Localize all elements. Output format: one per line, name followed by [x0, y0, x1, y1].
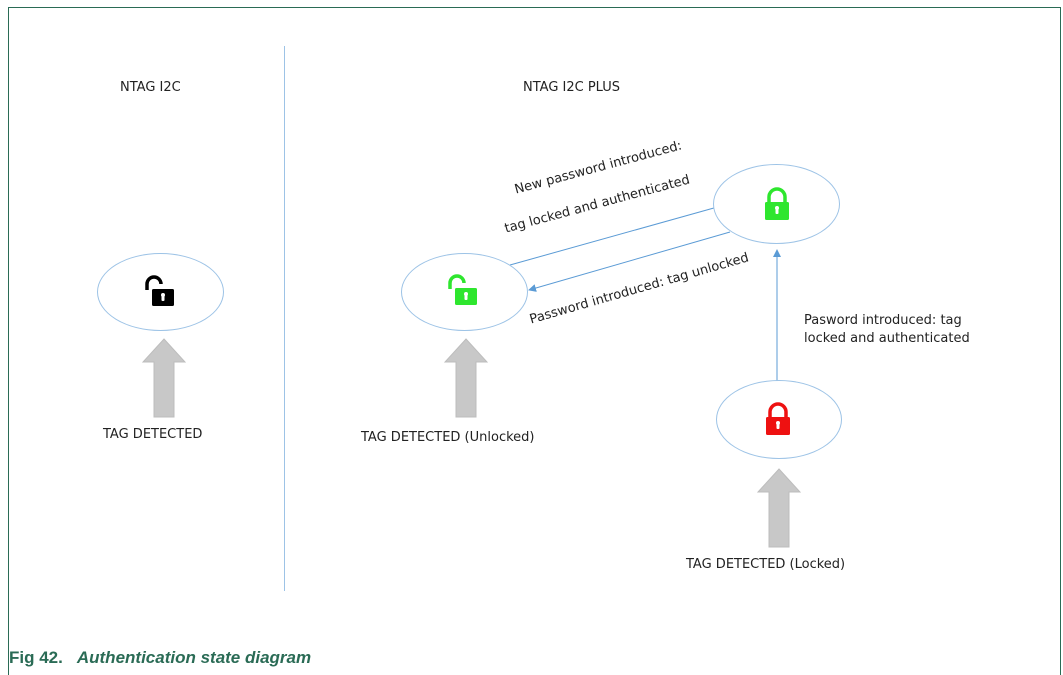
figure-caption: Fig 42. Authentication state diagram: [9, 648, 311, 668]
right-panel-title: NTAG I2C PLUS: [523, 80, 621, 95]
locked-padlock-green-icon: [765, 187, 789, 220]
edge-unlocked-to-authenticated: [509, 204, 722, 266]
panel-divider: [284, 46, 285, 591]
edge-label-from-locked-line1: Pasword introduced: tag: [804, 313, 962, 328]
detection-arrow: [142, 338, 186, 418]
edge-authenticated-to-unlocked: [528, 231, 731, 292]
unlocked-node-label: TAG DETECTED (Unlocked): [361, 430, 535, 445]
edge-label-from-locked-line2: locked and authenticated: [804, 331, 970, 346]
left-node-label: TAG DETECTED: [103, 427, 203, 442]
detection-arrow: [444, 338, 488, 418]
unlocked-padlock-green-icon: [448, 274, 477, 305]
locked-node-label: TAG DETECTED (Locked): [686, 557, 846, 572]
unlocked-padlock-icon: [145, 275, 174, 306]
locked-state-node: [716, 380, 842, 459]
left-panel-title: NTAG I2C: [120, 80, 181, 95]
detection-arrow: [757, 468, 801, 548]
figure-title: Authentication state diagram: [76, 648, 312, 667]
figure-frame: [8, 7, 1061, 675]
figure-number: Fig 42.: [9, 648, 63, 667]
locked-padlock-red-icon: [766, 402, 790, 435]
